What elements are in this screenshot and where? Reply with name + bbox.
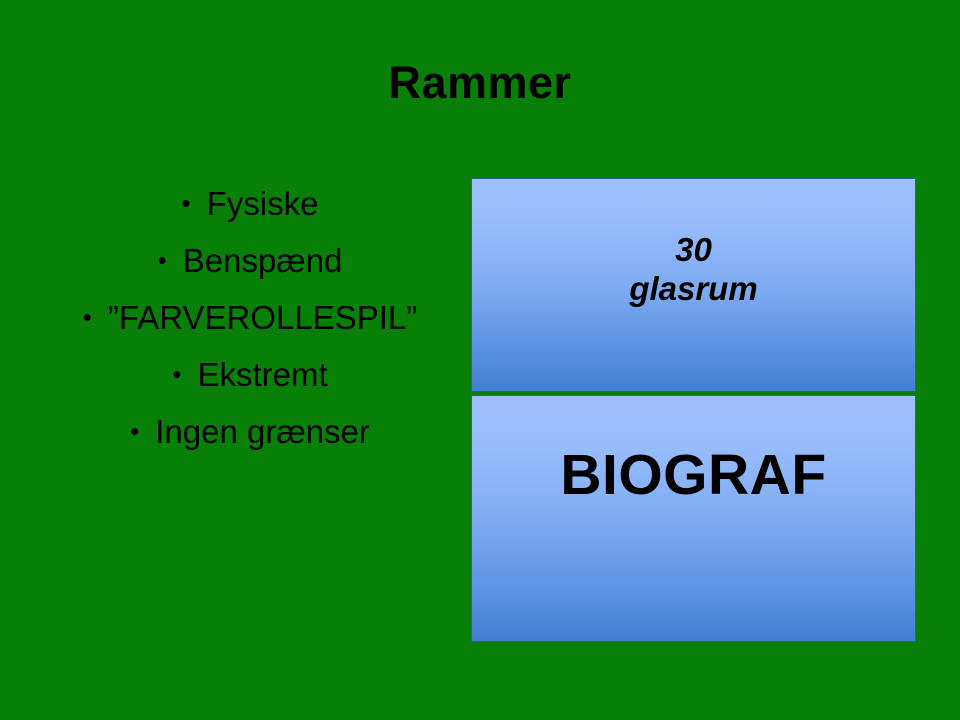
list-item-label: Ingen grænser — [155, 413, 370, 450]
bullet-marker-icon: • — [130, 416, 140, 446]
bullet-marker-icon: • — [157, 245, 167, 275]
glasrum-word: glasrum — [629, 269, 758, 307]
list-item: • Ekstremt — [40, 346, 460, 403]
list-item: • Fysiske — [40, 175, 460, 232]
biograf-word: BIOGRAF — [560, 443, 827, 507]
glasrum-count: 30 — [675, 231, 712, 268]
diagram-box-glasrum-label: 30 glasrum — [629, 231, 757, 309]
diagram-box-glasrum: 30 glasrum — [471, 178, 916, 392]
diagram-box-biograf-label: BIOGRAF — [560, 444, 826, 507]
list-item: • Benspænd — [40, 232, 460, 289]
diagram-box-stack: 30 glasrum BIOGRAF — [471, 178, 916, 642]
bullet-marker-icon: • — [181, 188, 191, 218]
bullet-marker-icon: • — [82, 302, 92, 332]
list-item-label: Ekstremt — [197, 356, 328, 393]
list-item-label: Benspænd — [182, 242, 343, 279]
diagram-box-biograf: BIOGRAF — [471, 395, 916, 642]
bullet-list: • Fysiske • Benspænd • ”FARVEROLLESPIL” • Ek… — [40, 175, 460, 460]
list-item: • Ingen grænser — [40, 403, 460, 460]
bullet-marker-icon: • — [172, 359, 182, 389]
list-item-label: Fysiske — [206, 185, 319, 222]
list-item-label: ”FARVEROLLESPIL” — [107, 299, 418, 336]
list-item: • ”FARVEROLLESPIL” — [40, 289, 460, 346]
page-title: Rammer — [388, 57, 572, 108]
